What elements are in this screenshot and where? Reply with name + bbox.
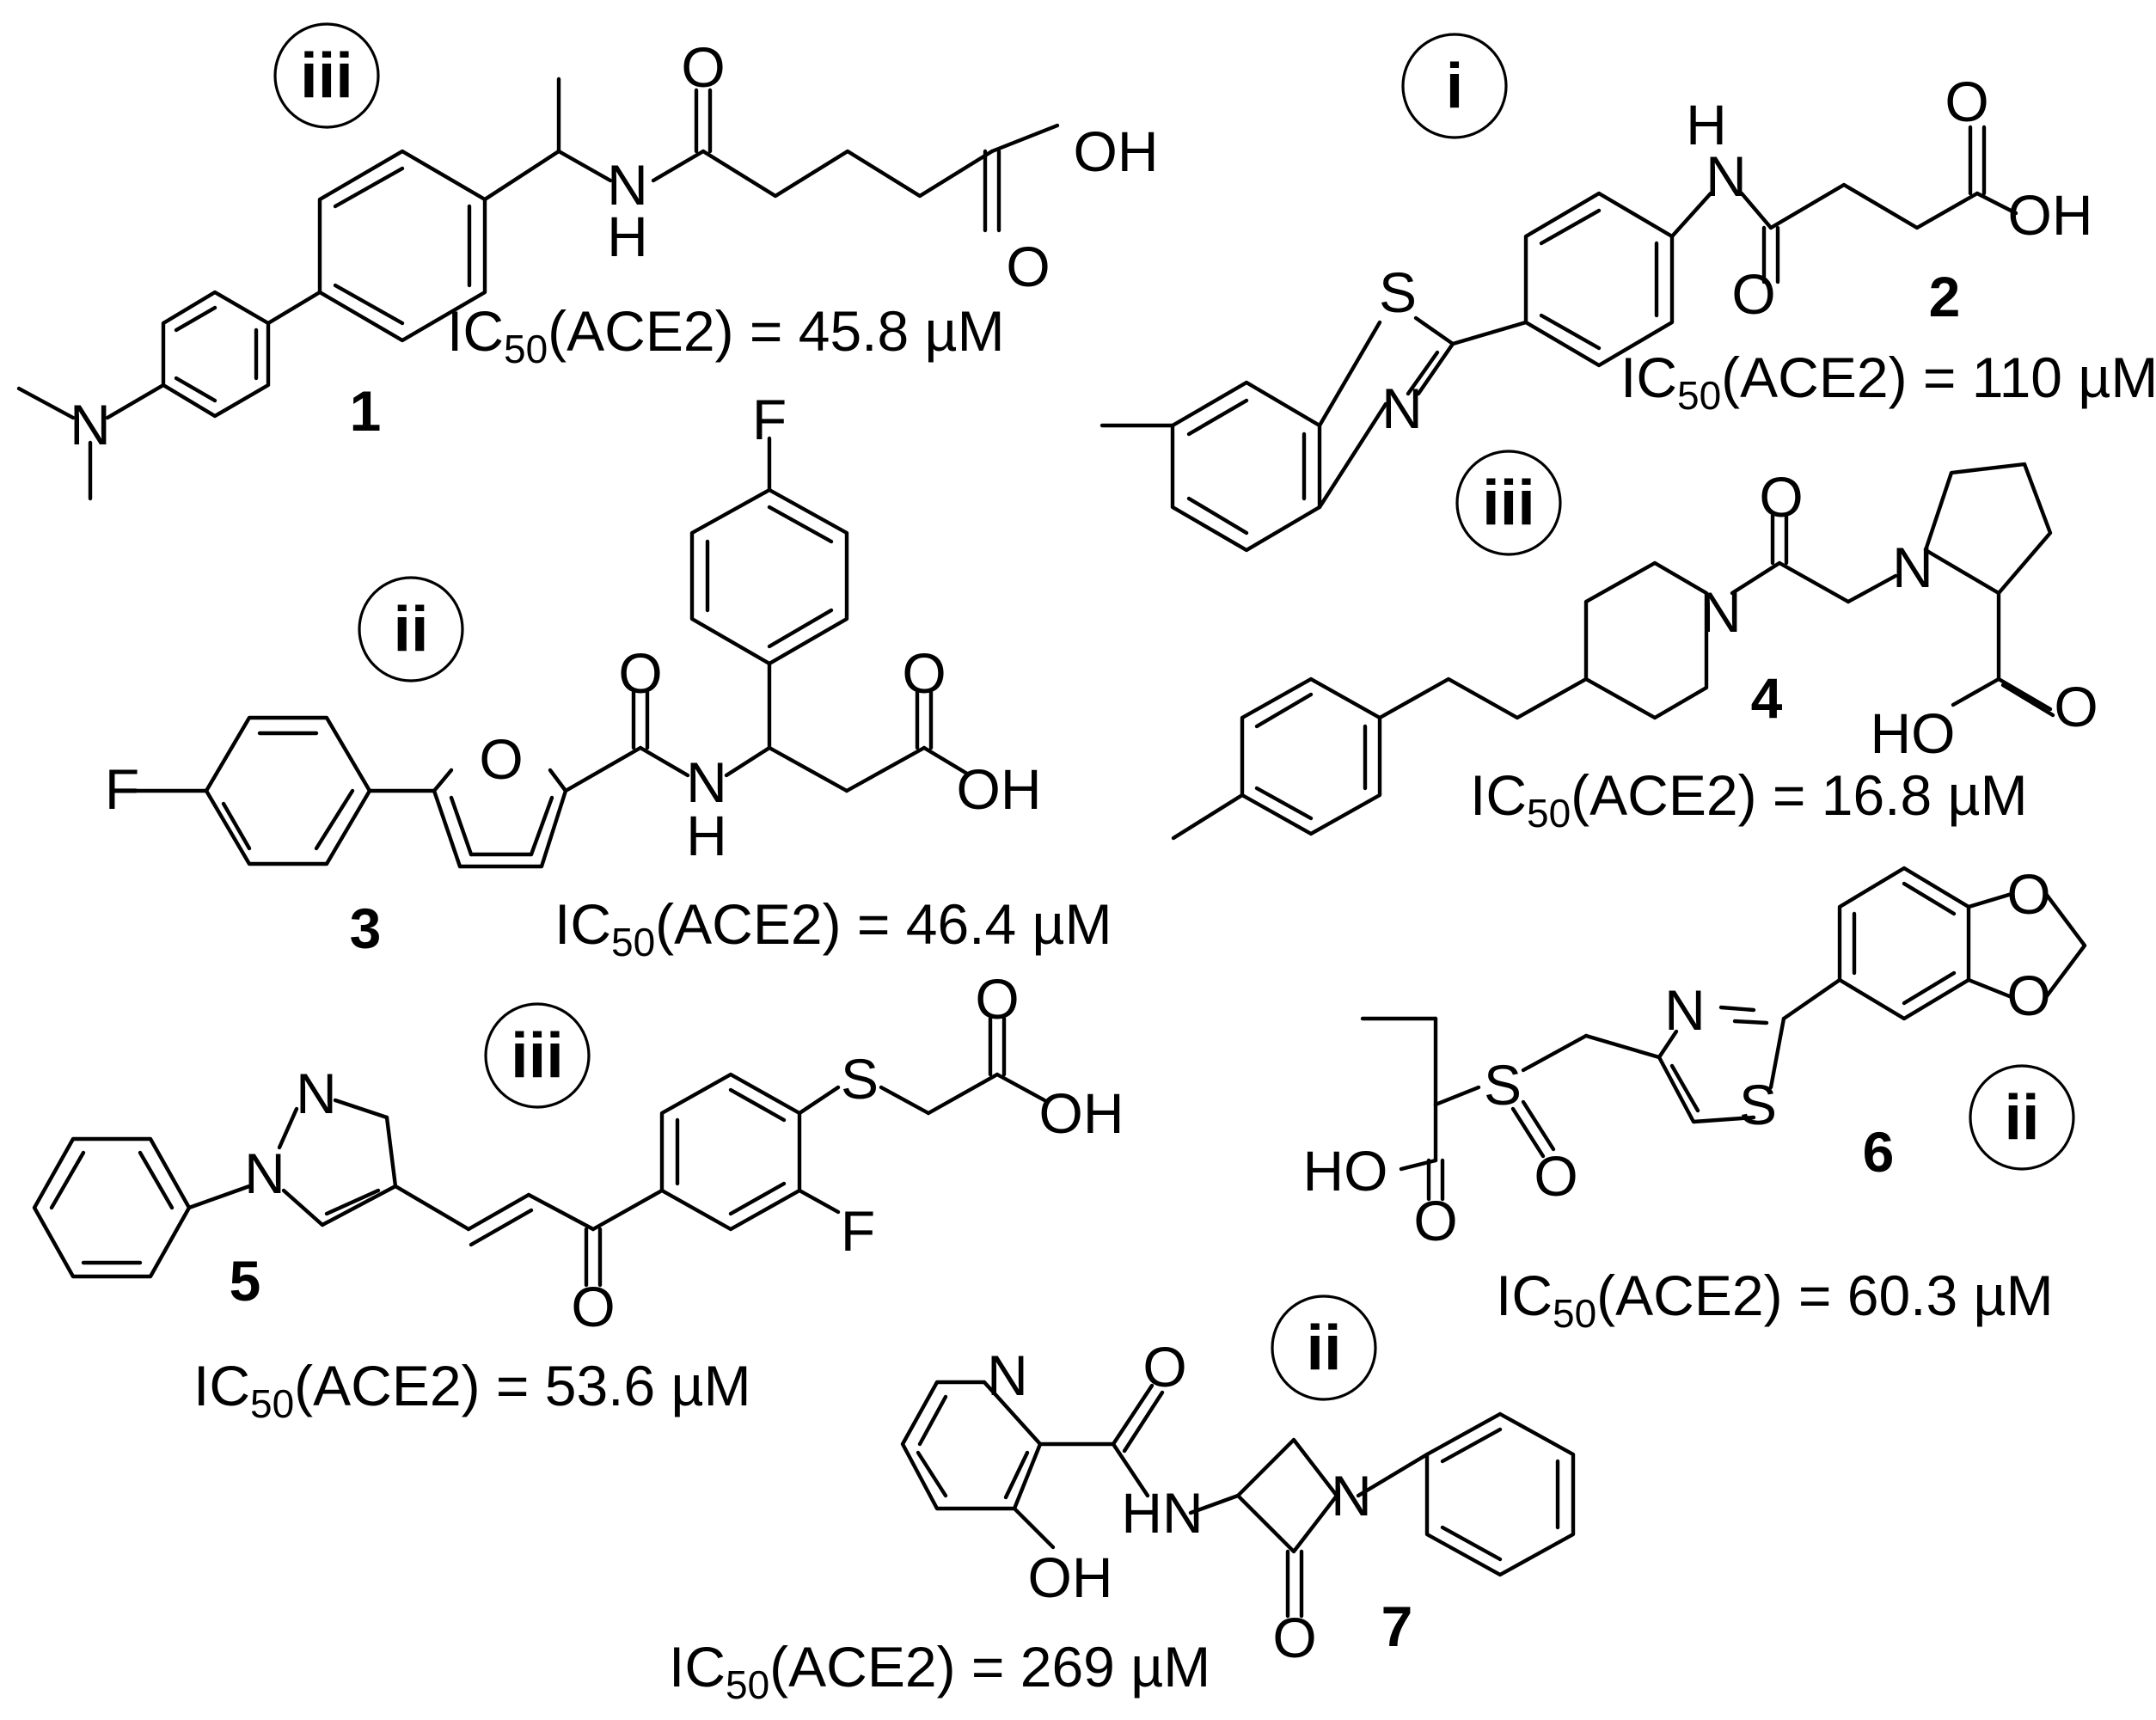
classification-tag: iii [1455,450,1562,556]
ic50-label: IC50(ACE2) = 110 µM [1620,346,2156,418]
svg-text:ii: ii [393,594,428,665]
atom-N: N [70,393,111,456]
atom-O: O [1142,1335,1186,1399]
atom-HO: HO [1303,1139,1388,1203]
atom-S: S [1739,1073,1777,1136]
atom-H: H [686,804,727,867]
atom-N: N [1381,376,1423,440]
atom-N: N [1331,1464,1372,1527]
compound-number: 6 [1863,1120,1895,1184]
atom-O: O [1759,465,1803,529]
atom-S: S [1484,1053,1522,1117]
atom-N: N [1700,580,1742,644]
compound-5-structure [32,1016,1047,1288]
atom-HO: HO [1871,701,1956,765]
atom-N: N [686,750,727,814]
atom-OH: OH [2008,183,2093,247]
compound-number: 4 [1751,666,1783,730]
atom-O: O [2006,862,2050,926]
classification-tag: iii [484,1002,591,1109]
atom-O: O [2054,675,2098,738]
atom-O: O [1534,1144,1577,1208]
classification-tag: iii [273,22,380,129]
atom-H: H [1686,93,1727,156]
atom-S: S [1379,260,1417,324]
svg-text:i: i [1446,51,1464,122]
compound-4-structure [1171,462,2055,841]
atom-O: O [1272,1606,1316,1669]
atom-F: F [841,1199,875,1263]
svg-text:ii: ii [1306,1313,1341,1384]
atom-H: H [607,205,648,268]
atom-O: O [479,727,523,791]
compound-number: 7 [1381,1595,1413,1658]
svg-text:ii: ii [2004,1082,2039,1154]
atom-O: O [975,967,1019,1031]
classification-tag: i [1401,33,1508,139]
ic50-label: IC50(ACE2) = 45.8 µM [447,299,1005,371]
classification-tag: ii [1969,1064,2075,1171]
classification-tag: ii [358,576,464,682]
ic50-label: IC50(ACE2) = 269 µM [669,1635,1210,1707]
ic50-label: IC50(ACE2) = 53.6 µM [193,1354,751,1426]
atom-N: N [987,1344,1028,1407]
atom-OH: OH [1039,1081,1124,1145]
compound-1-structure [16,77,1060,501]
atom-F: F [105,757,139,821]
atom-N: N [1892,536,1933,599]
atom-F: F [752,388,787,451]
compound-7-structure [900,1380,1576,1619]
atom-O: O [681,35,725,99]
ic50-label: IC50(ACE2) = 16.8 µM [1470,763,2028,836]
atom-O: O [571,1275,615,1338]
atom-O: O [1413,1189,1457,1252]
compound-2-structure [1099,125,2018,553]
atom-N: N [1664,978,1706,1042]
atom-OH: OH [957,757,1042,821]
atom-O: O [1731,262,1775,326]
compound-3-structure [133,436,970,869]
compound-number: 5 [230,1249,261,1313]
svg-text:iii: iii [511,1020,564,1092]
compound-number: 3 [350,897,382,960]
compound-6-structure [1360,866,2087,1202]
atom-OH: OH [1028,1546,1113,1609]
atom-O: O [2006,964,2050,1027]
atom-O: O [1006,235,1050,298]
ic50-label: IC50(ACE2) = 46.4 µM [554,892,1112,964]
atom-N: N [244,1142,285,1205]
ic50-label: IC50(ACE2) = 60.3 µM [1496,1264,2054,1336]
svg-text:iii: iii [300,40,353,112]
atom-O: O [902,641,946,705]
atom-OH: OH [1074,119,1159,183]
atom-N: N [1706,144,1747,208]
svg-text:iii: iii [1482,468,1535,539]
atom-S: S [841,1047,879,1111]
atom-N: N [296,1062,337,1125]
classification-tag: ii [1271,1295,1377,1401]
atom-HN: HN [1121,1481,1203,1545]
atom-N: N [607,153,648,217]
atom-O: O [618,641,662,705]
compound-number: 2 [1929,265,1961,328]
atom-O: O [1945,70,1988,133]
compound-number: 1 [350,379,382,443]
